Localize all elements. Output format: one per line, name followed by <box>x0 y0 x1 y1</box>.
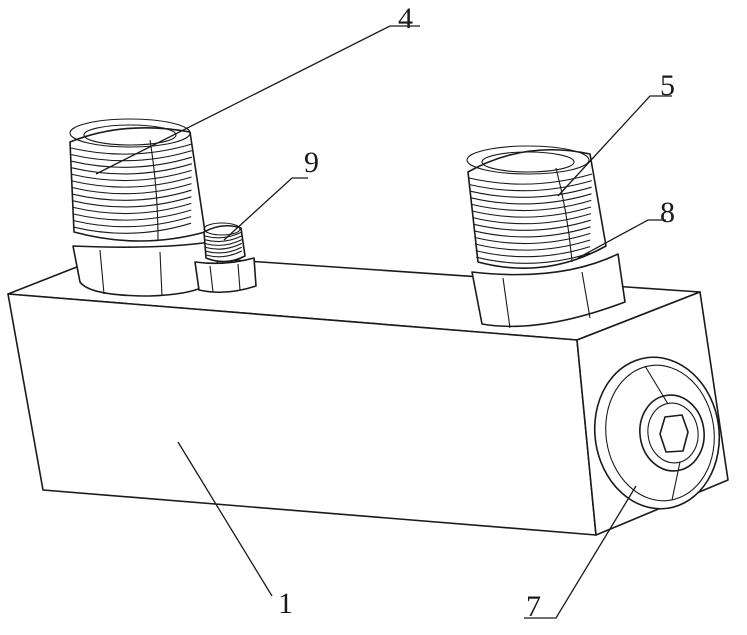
label-8: 8 <box>660 196 675 229</box>
fitting-right <box>467 146 625 328</box>
hex-socket-icon <box>660 415 688 452</box>
label-7: 7 <box>526 590 541 623</box>
label-5: 5 <box>660 69 675 102</box>
label-1: 1 <box>278 587 293 620</box>
label-9: 9 <box>304 146 319 179</box>
small-fitting-hex <box>195 258 256 292</box>
label-4: 4 <box>398 2 413 35</box>
